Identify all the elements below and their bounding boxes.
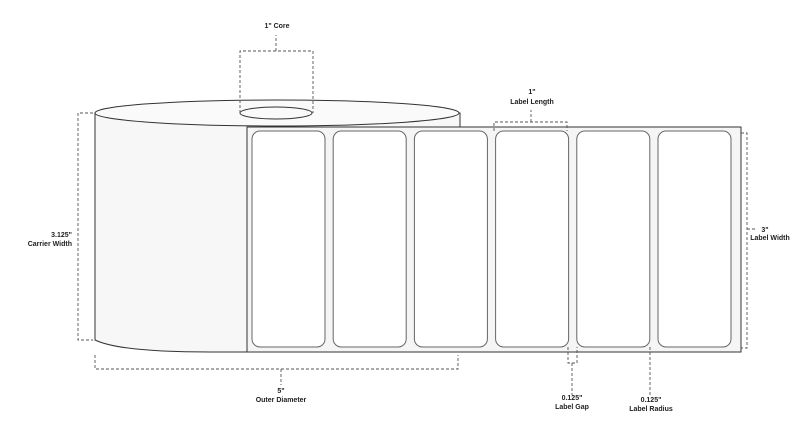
label-gap-value: 0.125" — [562, 395, 583, 402]
label-width-value: 3" — [761, 227, 768, 234]
carrier-width-dimension — [77, 112, 93, 341]
label-6 — [657, 130, 732, 348]
label-radius-value: 0.125" — [641, 397, 662, 404]
carrier-width-value: 3.125" — [51, 232, 72, 239]
outer-diameter-label: Outer Diameter — [256, 397, 307, 404]
labels-group — [251, 130, 732, 348]
label-width-label: Label Width — [750, 235, 790, 242]
outer-diameter-value: 5" — [277, 388, 284, 395]
label-width-dimension — [741, 132, 755, 349]
roll-top — [94, 99, 460, 127]
label-length-label: Label Length — [510, 99, 554, 106]
outer-diameter-dimension — [94, 355, 459, 385]
label-radius-label: Label Radius — [629, 406, 673, 413]
carrier-width-label: Carrier Width — [28, 241, 72, 248]
core-label: 1" Core — [264, 23, 289, 30]
label-gap-label: Label Gap — [555, 404, 589, 411]
label-3 — [413, 130, 488, 348]
label-2 — [332, 130, 407, 348]
label-1 — [251, 130, 326, 348]
label-5 — [576, 130, 651, 348]
core-dimension — [239, 35, 314, 113]
label-length-dimension — [493, 110, 568, 131]
label-4 — [495, 130, 570, 348]
label-length-value: 1" — [528, 89, 535, 96]
label-gap-dimension — [567, 347, 578, 395]
